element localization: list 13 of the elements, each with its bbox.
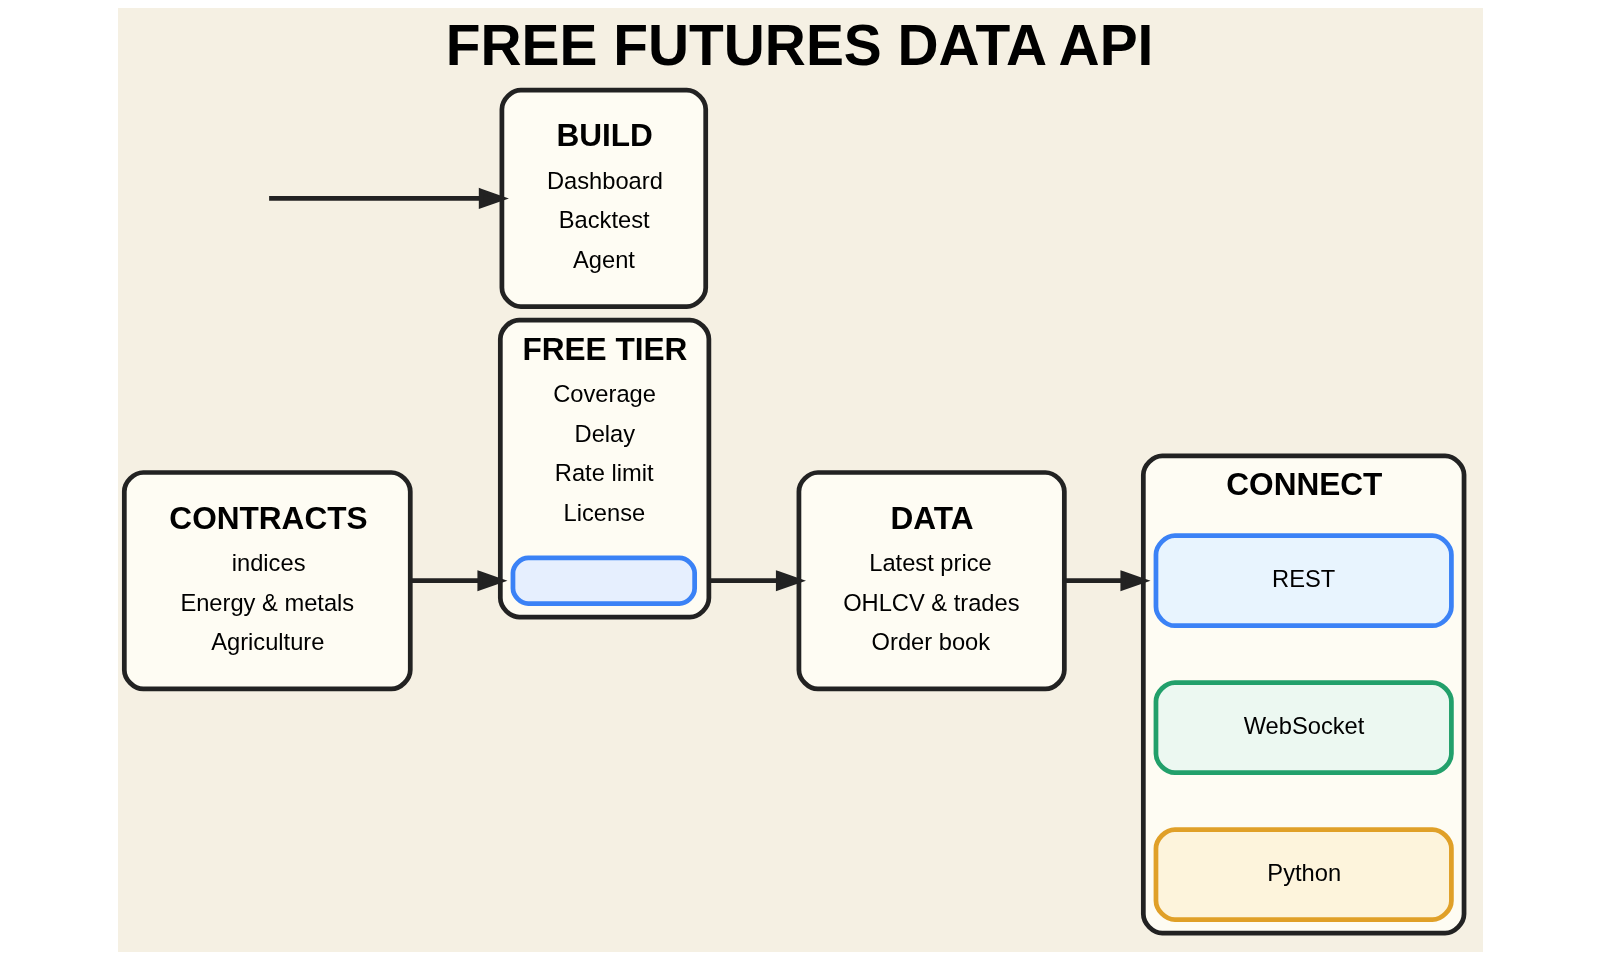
arrow	[268, 187, 509, 209]
node-box	[510, 555, 697, 606]
node-box: WebSocket	[1153, 680, 1454, 776]
arrow	[708, 570, 806, 592]
node-box: Python	[1153, 827, 1454, 922]
node-box: CONTRACTS indices Energy & metals Agriculture	[121, 470, 413, 692]
node-box: BUILD Dashboard Backtest Agent	[499, 87, 708, 309]
node-box: DATA Latest price OHLCV & trades Order book	[796, 470, 1067, 692]
arrow	[1064, 570, 1150, 592]
cluster: FREE TIER Coverage Delay Rate limit License	[497, 317, 711, 620]
arrow	[410, 570, 507, 592]
node-box: REST	[1153, 533, 1454, 629]
diagram-title: FREE FUTURES DATA API	[445, 13, 1153, 77]
